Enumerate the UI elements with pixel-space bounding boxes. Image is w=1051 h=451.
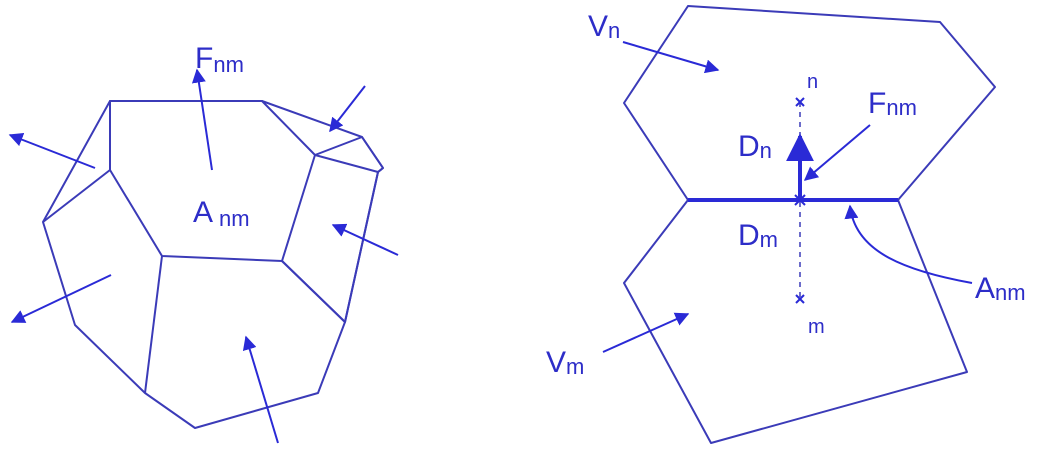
bottom-face-edge-1 [144, 255, 163, 394]
node-n-mark [795, 97, 805, 107]
bottom-face-arrow [242, 335, 279, 444]
node-marks [794, 97, 806, 304]
dm-label: Dm [738, 219, 778, 252]
right-face-arrow [331, 223, 399, 256]
left-polyhedron [42, 100, 384, 429]
right-force-label: Fnm [868, 87, 917, 120]
fnm-arrow [803, 124, 871, 181]
left-arrows [8, 68, 399, 444]
right-face-edges [281, 136, 384, 323]
top-right-arrow [329, 85, 366, 133]
bottom-face-edge-2 [281, 260, 346, 323]
polyhedron-outline [42, 100, 384, 429]
node-n-label: n [807, 71, 818, 93]
normal-force-arrow [191, 68, 213, 171]
left-force-label: Fnm [195, 42, 244, 77]
anm-curved-arrow [844, 204, 973, 284]
vm-label: Vm [546, 346, 584, 379]
right-area-label: Anm [975, 272, 1026, 305]
right-face-edge [314, 154, 379, 173]
cell-m [623, 199, 968, 444]
node-m-label: m [808, 316, 825, 338]
vn-label: Vn [588, 10, 620, 43]
node-m-mark [795, 294, 805, 304]
dn-label: Dn [738, 130, 772, 163]
left-face-edge-1 [42, 169, 111, 223]
face-center-mark [794, 194, 806, 206]
right-arrows [602, 41, 973, 353]
upper-left-arrow [8, 133, 96, 169]
cell-n [623, 5, 996, 201]
lower-left-arrow [10, 274, 112, 323]
vn-arrow [622, 41, 720, 74]
vm-arrow [602, 312, 690, 353]
central-face [109, 100, 316, 262]
